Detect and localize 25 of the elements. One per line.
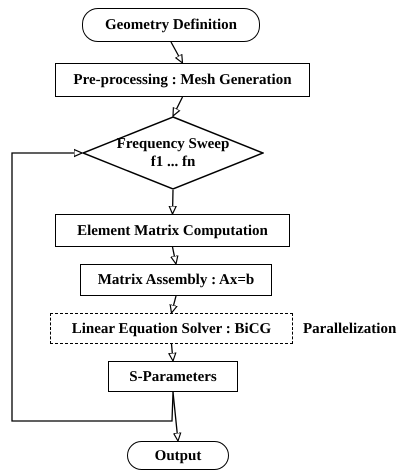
process-box [50,313,293,344]
process-box [108,361,238,392]
arrow [11,148,174,422]
process-box [55,214,290,247]
node-label: Element Matrix Computation [77,222,268,240]
annotation-text: Parallelization [303,320,396,338]
process-box [55,63,310,97]
arrow [168,190,177,215]
process-box [80,264,272,296]
start-terminal [82,8,260,42]
node-label: Output [154,446,202,464]
node-label: Frequency Sweep f1 ... fn [116,135,230,171]
node-label: Pre-processing : Mesh Generation [73,71,292,89]
node-label: Linear Equation Solver : BiCG [72,320,272,338]
arrow [170,42,184,64]
arrow [170,296,178,314]
end-terminal [127,441,229,470]
node-label: S-Parameters [129,368,217,386]
decision-diamond [82,116,264,190]
arrow [172,392,182,442]
node-label: Geometry Definition [104,16,238,34]
node-label: Matrix Assembly : Ax=b [98,271,254,289]
arrow [168,344,176,362]
arrow [170,246,178,265]
arrow [172,96,184,117]
